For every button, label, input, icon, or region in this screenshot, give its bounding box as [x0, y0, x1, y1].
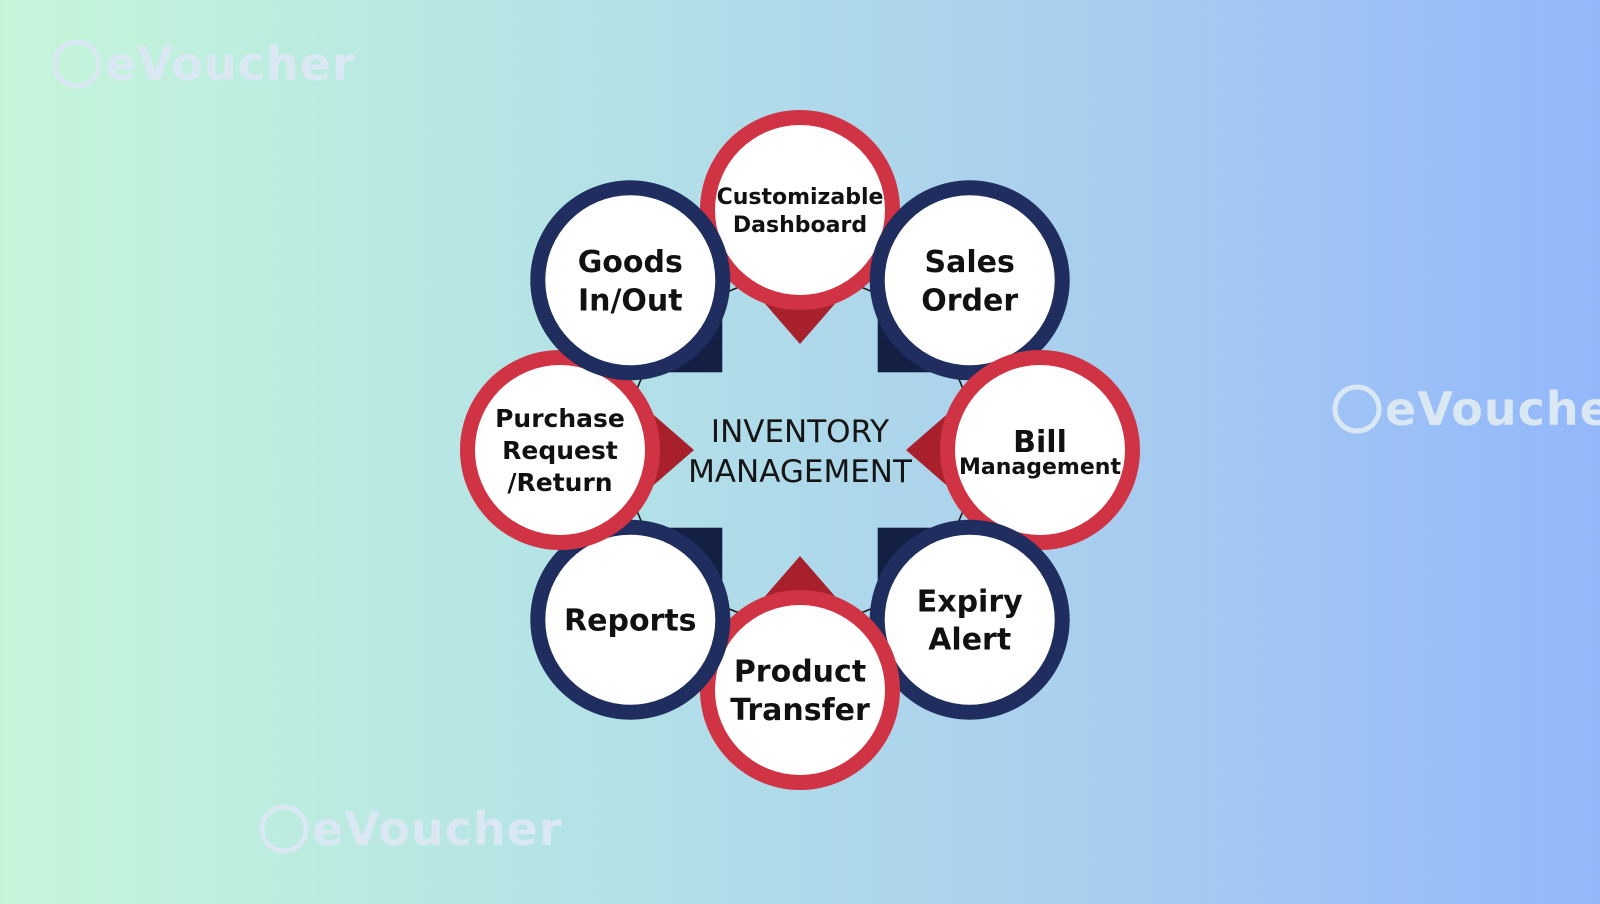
watermark-text: eVoucher	[1385, 382, 1600, 436]
node-pointer	[648, 410, 694, 490]
watermark-logo: eVoucher	[52, 37, 356, 91]
node-label-line: Transfer	[730, 693, 870, 728]
node-label-line: Product	[734, 655, 866, 690]
node-label-line: In/Out	[578, 283, 683, 318]
node-label-line: Bill	[1013, 425, 1067, 460]
watermark-text: eVoucher	[105, 37, 356, 91]
node-reports: Reports	[530, 519, 731, 720]
node-face	[715, 605, 885, 775]
node-label-line: Management	[959, 455, 1121, 480]
node-label-line: Dashboard	[733, 213, 867, 238]
node-label-line: Reports	[564, 604, 697, 639]
watermark-text: eVoucher	[312, 802, 563, 856]
node-face	[545, 195, 716, 366]
node-label-line: Sales	[925, 245, 1015, 280]
center-title-line: INVENTORY	[711, 414, 889, 450]
node-label-line: Customizable	[717, 185, 884, 210]
watermark-logo: eVoucher	[259, 802, 563, 856]
node-face	[884, 534, 1055, 705]
watermark-logo-icon	[1332, 384, 1382, 434]
watermark-layer: eVoucher eVoucher eVoucher	[52, 37, 1600, 856]
node-label-line: Order	[921, 283, 1018, 318]
node-pointer	[760, 298, 840, 344]
node-label-line: Purchase	[495, 404, 625, 433]
node-face	[475, 365, 645, 535]
node-face	[545, 534, 716, 705]
node-pointer	[760, 556, 840, 602]
node-face	[955, 365, 1125, 535]
node-label-line: Alert	[928, 623, 1011, 658]
center-title-line: MANAGEMENT	[688, 454, 913, 490]
watermark-logo-icon	[52, 39, 102, 89]
node-label-line: Expiry	[917, 584, 1023, 619]
node-pointer	[906, 410, 952, 490]
node-label-line: Request	[502, 436, 618, 465]
node-layer: CustomizableDashboardSalesOrderBillManag…	[460, 110, 1140, 790]
watermark-logo-icon	[259, 804, 309, 854]
watermark-logo: eVoucher	[1332, 382, 1600, 436]
node-face	[884, 195, 1055, 366]
node-label-line: /Return	[507, 468, 612, 497]
node-label-line: Goods	[578, 245, 683, 280]
node-face	[715, 125, 885, 295]
